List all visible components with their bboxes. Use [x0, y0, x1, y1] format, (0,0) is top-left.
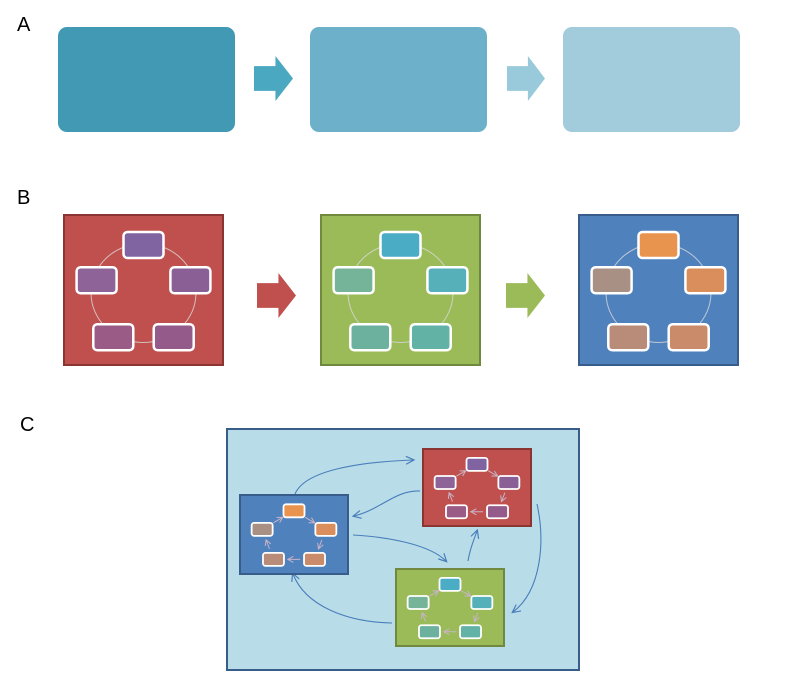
cycle-node: [497, 475, 521, 490]
cycle-node: [465, 456, 489, 472]
cycle-node: [637, 230, 680, 260]
cycle-box-c-green: [395, 568, 505, 647]
cycle-node: [406, 595, 430, 610]
node-arrow: [456, 471, 466, 477]
node-arrow: [474, 612, 477, 622]
node-arrow: [449, 493, 452, 502]
node-arrow: [304, 516, 315, 523]
cycle-node: [92, 323, 135, 352]
cycle-box-b2: [320, 214, 481, 366]
node-arrow: [266, 540, 269, 550]
connector-1: [294, 460, 413, 495]
arrow-b-1: [257, 273, 296, 318]
cycle-node: [607, 323, 650, 352]
cycle-node: [470, 595, 494, 610]
node-arrow: [273, 517, 283, 524]
cycle-node: [152, 323, 195, 352]
cycle-node: [282, 503, 306, 519]
cycle-node: [75, 266, 118, 295]
panel-label-a: A: [17, 14, 31, 36]
panel-c: [226, 428, 580, 671]
panel-a: [58, 27, 740, 132]
stage-box-3: [563, 27, 740, 132]
node-arrow: [318, 539, 321, 549]
arrow-a-1: [254, 56, 293, 101]
cycle-node: [379, 230, 422, 260]
cycle-node: [303, 551, 326, 567]
cycle-node: [445, 504, 468, 520]
cycle-node: [426, 266, 469, 295]
cycle-node: [349, 323, 392, 352]
cycle-node: [250, 521, 274, 537]
cycle-node: [169, 266, 212, 295]
cycle-box-b1: [63, 214, 224, 366]
connector-3: [352, 534, 446, 561]
node-arrow: [422, 613, 425, 622]
cycle-box-c-red: [422, 448, 532, 527]
node-arrow: [501, 492, 504, 502]
connector-2: [354, 490, 421, 516]
arrow-b-2: [506, 273, 545, 318]
cycle-box-c-blue: [239, 494, 349, 575]
cycle-node: [486, 504, 509, 520]
cycle-node: [409, 323, 452, 352]
cycle-node: [590, 266, 633, 295]
cycle-node: [314, 521, 338, 537]
cycle-node: [433, 475, 457, 490]
cycle-node: [459, 624, 482, 640]
connector-6: [293, 574, 393, 624]
node-arrow: [460, 590, 471, 596]
cycle-node: [418, 624, 441, 640]
node-arrow: [429, 591, 439, 597]
panel-b: [63, 214, 739, 366]
stage-box-1: [58, 27, 235, 132]
cycle-node: [667, 323, 710, 352]
cycle-node: [332, 266, 375, 295]
stage-box-2: [310, 27, 487, 132]
cycle-node: [262, 551, 285, 567]
connector-5: [513, 503, 542, 612]
arrow-a-2: [507, 56, 545, 101]
panel-label-c: C: [20, 414, 35, 436]
panel-label-b: B: [17, 187, 31, 209]
connector-4: [467, 531, 477, 562]
cycle-node: [438, 577, 462, 592]
cycle-node: [684, 266, 727, 295]
cycle-box-b3: [578, 214, 739, 366]
node-arrow: [487, 470, 498, 476]
cycle-node: [122, 230, 165, 260]
